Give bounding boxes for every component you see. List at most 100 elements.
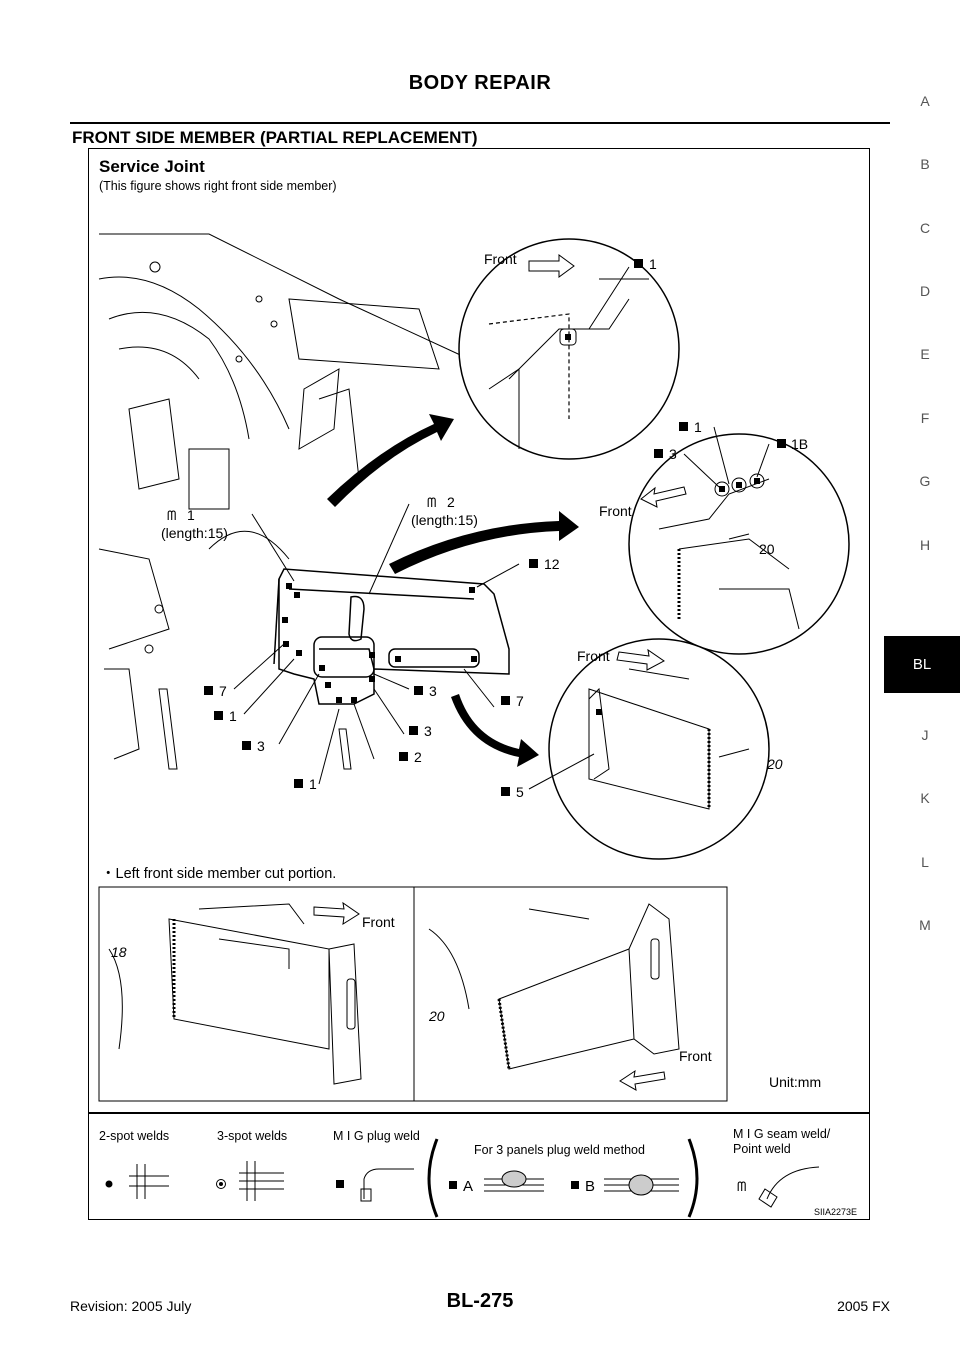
- callout-mig-1-bottom: 1: [309, 776, 317, 792]
- side-index-m[interactable]: M: [919, 917, 931, 933]
- three-spot-weld-icon: [239, 1161, 284, 1201]
- callout-mig-1-mid: 1: [694, 419, 702, 435]
- mig-plug-mark-icon: [409, 726, 418, 735]
- callout-mig-3-mid: 3: [669, 446, 677, 462]
- callout-mig-1-left: 1: [229, 708, 237, 724]
- callout-mig-2: 2: [414, 749, 422, 765]
- page-header-title: BODY REPAIR: [408, 72, 552, 94]
- callout-mig-3-left: 3: [257, 738, 265, 754]
- mig-plug-mark-icon: [414, 686, 423, 695]
- callout-mig-12: 12: [544, 556, 560, 572]
- service-joint-figure: Service Joint (This figure shows right f…: [88, 148, 870, 1220]
- seam-weld-icon: ᗰ: [167, 508, 176, 523]
- two-spot-dot-icon: [105, 1180, 113, 1188]
- direction-arrows: [327, 414, 579, 767]
- footer-model: 2005 FX: [837, 1298, 890, 1314]
- mig-plug-square-icon: [336, 1180, 344, 1188]
- three-spot-circle-icon: [216, 1179, 226, 1189]
- mig-plug-mark-icon: [399, 752, 408, 761]
- callout-seam-2-length: (length:15): [411, 512, 478, 528]
- dimension-20-lower: 20: [428, 1008, 445, 1024]
- dimension-20-a: 20: [759, 541, 775, 557]
- mig-plug-mark-icon: [214, 711, 223, 720]
- footer-revision: Revision: 2005 July: [70, 1298, 192, 1314]
- callout-mig-7-left: 7: [219, 683, 227, 699]
- side-index-d[interactable]: D: [919, 283, 931, 299]
- dimension-20-b: 20: [766, 756, 783, 772]
- legend-three-spot-label: 3-spot welds: [217, 1129, 288, 1143]
- section-title: FRONT SIDE MEMBER (PARTIAL REPLACEMENT): [72, 128, 478, 147]
- legend-mig-seam-label: M I G seam weld/: [733, 1127, 831, 1141]
- detail-circle-right: [628, 433, 850, 655]
- footer-page-number: BL-275: [446, 1290, 514, 1312]
- callout-mig-3-right-b: 3: [424, 723, 432, 739]
- detail-circle-bottom: [548, 638, 770, 860]
- callout-mig-1b: 1B: [791, 436, 808, 452]
- seam-weld-icon: ᗰ: [427, 495, 436, 510]
- side-index-bl-active[interactable]: BL: [884, 636, 960, 693]
- side-index-h[interactable]: H: [919, 537, 931, 553]
- side-index-e[interactable]: E: [920, 346, 930, 362]
- upper-callouts: Front 1 1 3 1B Front 20 ᗰ 1 (length:15) …: [161, 251, 808, 800]
- side-index-b[interactable]: B: [920, 156, 930, 172]
- callout-seam-2: 2: [447, 494, 455, 510]
- plug-weld-a-icon: [484, 1170, 544, 1192]
- callout-mig-5: 5: [516, 784, 524, 800]
- side-index-k[interactable]: K: [920, 790, 930, 806]
- weld-legend: A B ᗰ: [105, 1138, 820, 1218]
- plug-weld-b-icon: [604, 1174, 679, 1196]
- side-index-l[interactable]: L: [921, 854, 929, 870]
- mig-seam-torch-icon: [766, 1166, 820, 1200]
- dimension-18: 18: [111, 944, 127, 960]
- side-index-a[interactable]: A: [920, 93, 930, 109]
- left-cut-panels: Front 18 20 Front Unit:mm: [98, 886, 821, 1102]
- legend-three-panels-label: For 3 panels plug weld method: [474, 1143, 645, 1157]
- side-index-c[interactable]: C: [919, 220, 931, 236]
- callout-mig-3-right-a: 3: [429, 683, 437, 699]
- technical-drawing: Front 1 1 3 1B Front 20 ᗰ 1 (length:15) …: [98, 233, 850, 1218]
- plug-weld-marks-main: [282, 583, 477, 703]
- legend-point-weld-label: Point weld: [733, 1142, 791, 1156]
- legend-a-label: A: [463, 1178, 473, 1195]
- mig-plug-mark-icon: [501, 787, 510, 796]
- lower-front-label-right: Front: [679, 1048, 712, 1064]
- callout-seam-1: 1: [187, 507, 195, 523]
- seam-weld-legend-icon: ᗰ: [737, 1179, 746, 1194]
- front-label-c: Front: [577, 648, 610, 664]
- mig-plug-mark-icon: [777, 439, 786, 448]
- lower-front-label-left: Front: [362, 914, 395, 930]
- front-label-b: Front: [599, 503, 632, 519]
- bracket-left-icon: [427, 1138, 439, 1218]
- figure-id: SIIA2273E: [814, 1207, 858, 1217]
- two-spot-weld-icon: [129, 1164, 169, 1199]
- legend-two-spot-label: 2-spot welds: [99, 1129, 170, 1143]
- mig-plug-mark-icon: [679, 422, 688, 431]
- side-index-g[interactable]: G: [919, 473, 931, 489]
- callout-mig-1-top: 1: [649, 256, 657, 272]
- mig-plug-mark-icon: [294, 779, 303, 788]
- mig-plug-weld-icon: [363, 1168, 414, 1199]
- figure-subtitle: (This figure shows right front side memb…: [99, 179, 337, 193]
- left-cut-portion-label: ・Left front side member cut portion.: [101, 866, 337, 882]
- legend-divider: [89, 1112, 869, 1114]
- body-structure-sketch: [98, 233, 470, 770]
- mig-plug-mark-icon: [634, 259, 643, 268]
- callout-mig-7-right: 7: [516, 693, 524, 709]
- mig-plug-mark-icon: [242, 741, 251, 750]
- leader-lines: [233, 266, 770, 790]
- header-rule: [70, 122, 890, 124]
- front-arrows: [528, 254, 687, 671]
- unit-label: Unit:mm: [769, 1074, 821, 1090]
- mig-plug-mark-icon: [654, 449, 663, 458]
- mig-plug-mark-icon: [529, 559, 538, 568]
- detail-circle-top: [458, 238, 680, 460]
- legend-b-label: B: [585, 1178, 595, 1195]
- side-index-f[interactable]: F: [920, 410, 930, 426]
- mig-plug-mark-icon: [501, 696, 510, 705]
- callout-seam-1-length: (length:15): [161, 525, 228, 541]
- front-label-a: Front: [484, 251, 517, 267]
- figure-title: Service Joint: [99, 157, 205, 176]
- bracket-right-icon: [687, 1138, 699, 1218]
- legend-mig-plug-label: M I G plug weld: [333, 1129, 420, 1143]
- side-index-j[interactable]: J: [921, 727, 929, 743]
